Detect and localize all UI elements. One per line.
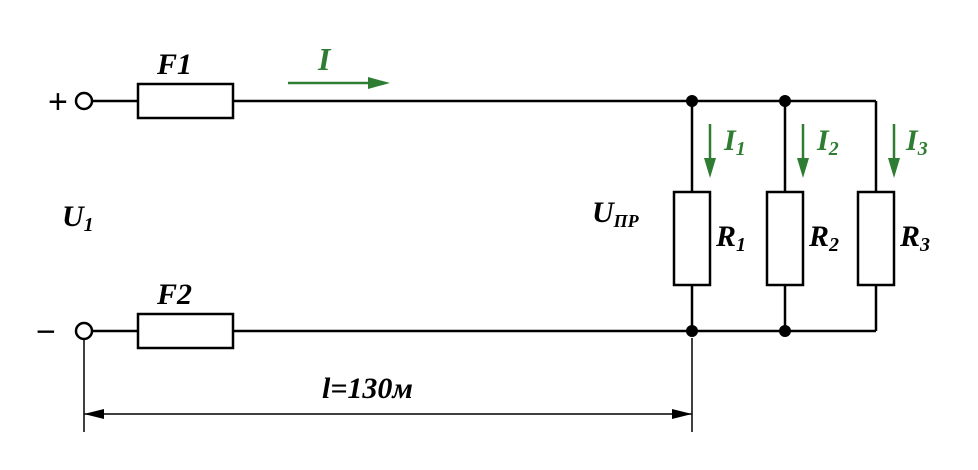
resistor-r1-label: R1 <box>715 220 746 256</box>
branch-3-current-label: I3 <box>905 124 928 160</box>
resistor-r1 <box>672 190 712 287</box>
fuse-f2-label: F2 <box>156 278 192 311</box>
junction-top-2 <box>779 95 791 107</box>
source-voltage-label: U1 <box>62 200 94 236</box>
dimension-arrow-left <box>84 409 104 419</box>
line-current-arrow <box>288 77 390 89</box>
length-dimension <box>83 338 693 432</box>
terminal-minus <box>74 321 94 341</box>
junction-top-1 <box>686 95 698 107</box>
junction-bottom-2 <box>779 325 791 337</box>
fuse-f2 <box>136 312 235 350</box>
branch-2-current-arrow-head <box>797 158 809 178</box>
branch-2-current-label: I2 <box>816 124 839 160</box>
resistor-r3-label: R3 <box>899 220 930 256</box>
fuse-f1 <box>136 82 235 120</box>
branch-1-current-arrow-head <box>704 158 716 178</box>
wires <box>92 99 878 333</box>
fuse-f1-label: F1 <box>156 48 192 81</box>
branch-3-current-arrow-head <box>888 158 900 178</box>
line-current-arrow-head <box>368 77 390 89</box>
terminal-plus <box>74 91 94 111</box>
plus-sign: + <box>48 83 68 121</box>
load-voltage-label: UПР <box>592 196 640 231</box>
line-current-label: I <box>317 41 332 77</box>
branch-current-arrows <box>704 124 900 178</box>
minus-sign: − <box>36 313 56 351</box>
junction-bottom-1 <box>686 325 698 337</box>
dimension-arrow-right <box>672 409 692 419</box>
branch-1-current-label: I1 <box>723 124 746 160</box>
length-label: l=130м <box>322 372 413 405</box>
resistor-r2-label: R2 <box>808 220 839 256</box>
resistor-r3 <box>856 190 896 287</box>
resistor-r2 <box>765 190 805 287</box>
